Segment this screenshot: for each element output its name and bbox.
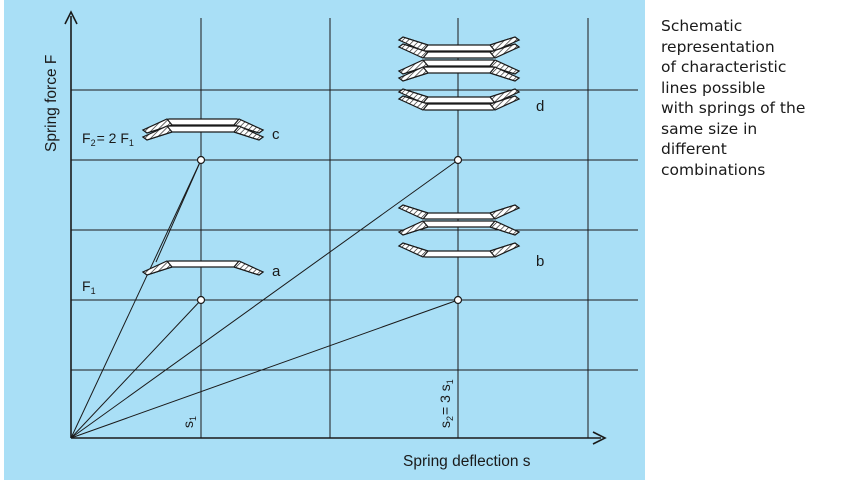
stack-label-b: b xyxy=(536,253,544,270)
line-d xyxy=(70,159,459,439)
caption-line: with springs of the xyxy=(661,99,806,117)
line-b xyxy=(70,299,459,439)
points xyxy=(196,155,463,305)
caption-line: Schematic xyxy=(661,17,743,35)
caption-line: lines possible xyxy=(661,78,766,97)
spring-stack-c xyxy=(142,118,264,141)
spring-stack-b xyxy=(398,204,520,258)
caption-line: same size in xyxy=(661,119,758,138)
f2-label: F2= 2 F1 xyxy=(82,130,134,148)
caption-line: representation xyxy=(661,37,775,56)
diagram-panel: a b c d F1 F2= 2 F1 s1 s2= 3 s1 Spring f… xyxy=(4,0,645,480)
point-d xyxy=(453,155,463,165)
spring-stack-a xyxy=(142,260,264,276)
s2-label: s2= 3 s1 xyxy=(437,379,455,428)
x-axis-title: Spring deflection s xyxy=(403,453,531,470)
characteristic-lines-diagram: a b c d F1 F2= 2 F1 s1 s2= 3 s1 Spring f… xyxy=(43,10,638,470)
stack-label-a: a xyxy=(272,263,281,280)
axes xyxy=(64,10,607,445)
spring-stack-d xyxy=(398,36,520,111)
characteristic-lines xyxy=(70,159,459,439)
figure-caption: Schematic representation of characteristic… xyxy=(661,16,849,180)
y-axis-title: Spring force F xyxy=(43,55,60,152)
point-c xyxy=(196,155,206,165)
stack-label-d: d xyxy=(536,98,544,115)
caption-line: of characteristic xyxy=(661,58,787,76)
caption-line: combinations xyxy=(661,160,766,179)
s1-label: s1 xyxy=(180,416,198,428)
line-c xyxy=(70,159,202,439)
f1-label: F1 xyxy=(82,278,96,296)
point-b xyxy=(453,295,463,305)
grid-lines xyxy=(71,18,638,438)
stack-label-c: c xyxy=(272,126,280,143)
point-a xyxy=(196,295,206,305)
line-a xyxy=(70,299,202,439)
leader-c-to-a xyxy=(155,159,202,263)
caption-line: different xyxy=(661,140,727,158)
